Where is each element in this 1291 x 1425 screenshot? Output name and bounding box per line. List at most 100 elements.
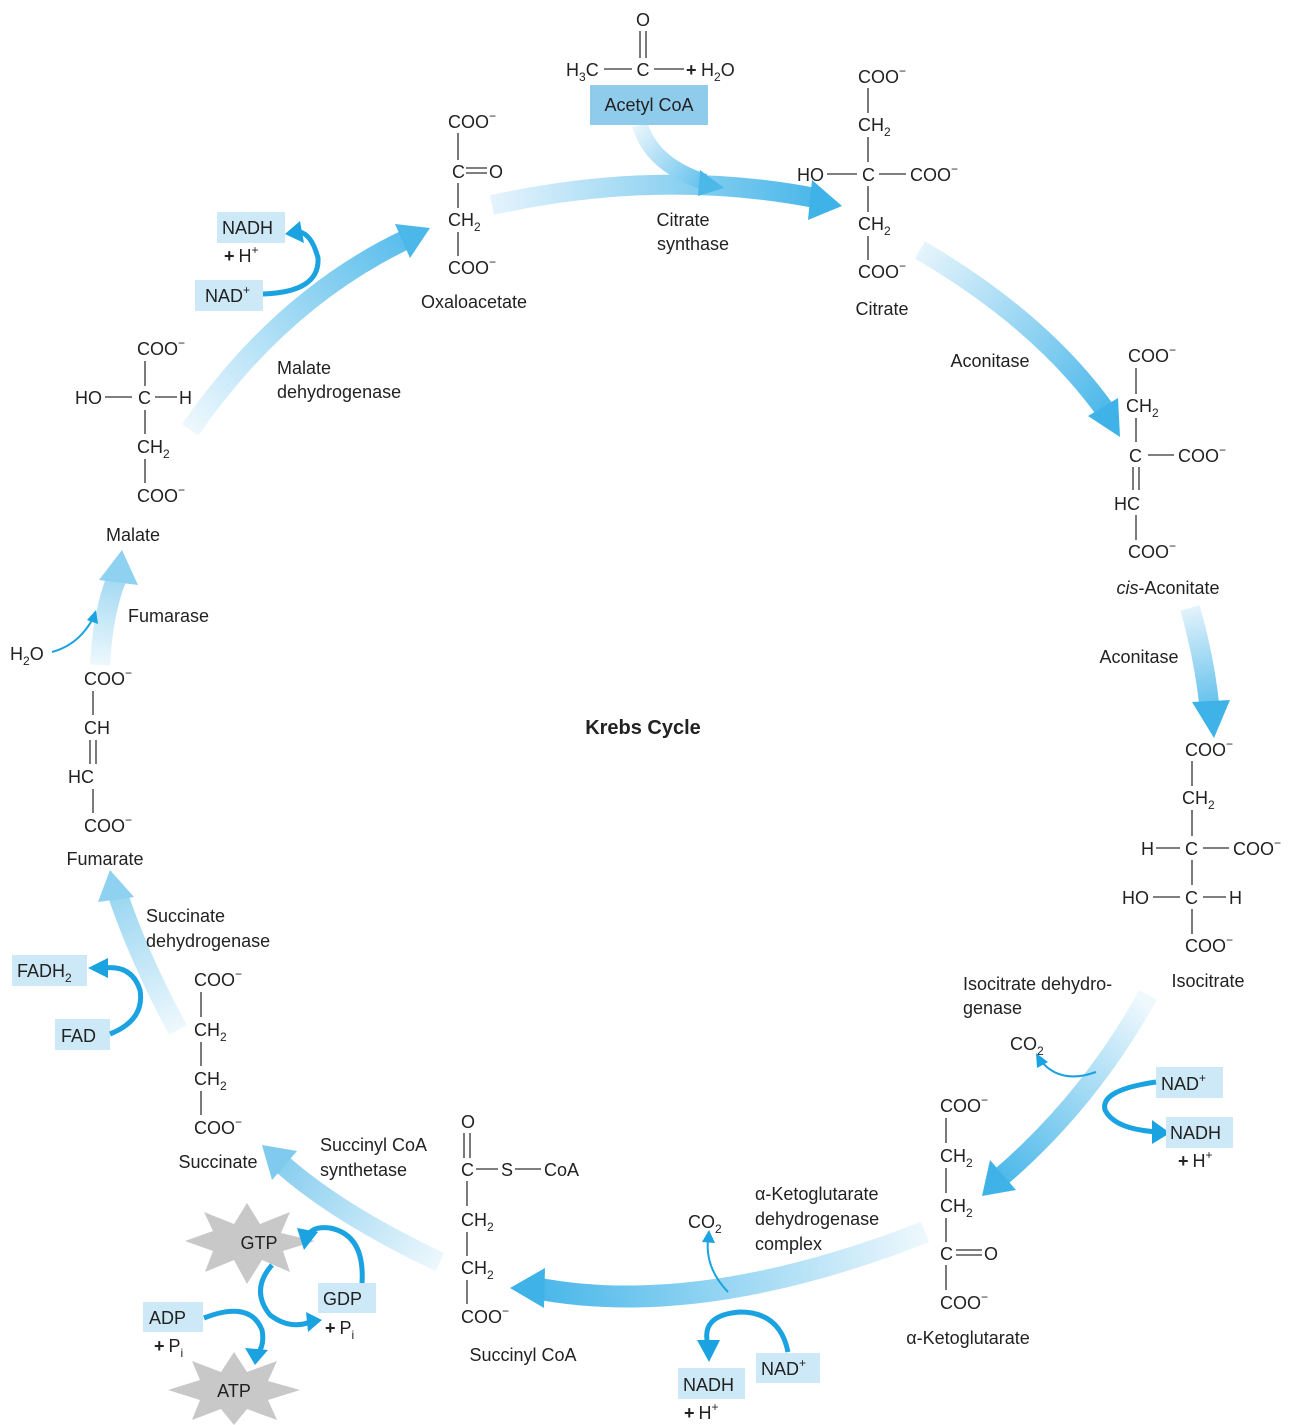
malate-dh-label-2: dehydrogenase xyxy=(277,382,401,402)
citrate-ch2-bottom: CH2 xyxy=(858,214,891,238)
isocitrate-structure: COO− CH2 H C COO− HO C H COO− xyxy=(1122,737,1281,956)
fad-to-fadh2-arrow xyxy=(104,965,144,1037)
akg-ch2-bottom: CH2 xyxy=(940,1196,973,1220)
citrate-synthase-label-1: Citrate xyxy=(656,210,709,230)
acetyl-plus: + xyxy=(686,60,697,80)
succinyl-coa-structure: O C S CoA CH2 CH2 COO− xyxy=(461,1112,579,1327)
fad-to-fadh2-arrowhead xyxy=(88,958,108,978)
isocitrate-dh-label-1: Isocitrate dehydro- xyxy=(963,974,1112,994)
citrate-structure: COO− CH2 HO C COO− CH2 COO− xyxy=(797,64,958,282)
oaa-ch2: CH2 xyxy=(448,210,481,234)
gdp-to-gtp-arrow xyxy=(305,1225,365,1284)
gtp-to-gdp-arrow xyxy=(258,1263,311,1328)
nad-cycle-arrow-akg xyxy=(704,1309,791,1353)
succinate-structure: COO− CH2 CH2 COO− xyxy=(194,967,242,1138)
acetyl-carbonyl-o: O xyxy=(636,10,650,30)
succcoa-s: S xyxy=(501,1160,513,1180)
citrate-coo-bottom: COO− xyxy=(858,259,906,282)
succ-coo-bottom: COO− xyxy=(194,1115,242,1138)
iso-h-left: H xyxy=(1141,839,1154,859)
gtp-label: GTP xyxy=(240,1233,277,1253)
oxaloacetate-structure: COO− C O CH2 COO− xyxy=(448,109,503,278)
succcoa-o: O xyxy=(461,1112,475,1132)
acetyl-coa-structure: O H3C C + H2O xyxy=(566,10,735,84)
akg-dh-label-3: complex xyxy=(755,1234,822,1254)
cycle-arrow-acetyl-merge xyxy=(632,122,724,196)
atp-label: ATP xyxy=(217,1381,251,1401)
a-ketoglutarate-structure: COO− CH2 CH2 C O COO− xyxy=(940,1093,998,1313)
iso-coo-bottom: COO− xyxy=(1185,933,1233,956)
nad-arrowhead-malate xyxy=(285,221,304,243)
iso-coo-top: COO− xyxy=(1185,737,1233,760)
citrate-ho: HO xyxy=(797,165,824,185)
nad-box-akg xyxy=(756,1353,820,1383)
nadh-box-malate xyxy=(217,212,285,243)
cis-aconitate-label: cis-Aconitate xyxy=(1116,578,1219,598)
akg-dh-label-1: α-Ketoglutarate xyxy=(755,1184,878,1204)
fad-box xyxy=(55,1019,110,1050)
atp-starburst xyxy=(168,1352,300,1425)
cisacon-coo-top: COO− xyxy=(1128,343,1176,366)
succinate-dh-label-2: dehydrogenase xyxy=(146,931,270,951)
succinyl-synthetase-label-1: Succinyl CoA xyxy=(320,1135,427,1155)
fumarate-label: Fumarate xyxy=(66,849,143,869)
succinyl-coa-label: Succinyl CoA xyxy=(469,1345,576,1365)
cisacon-c: C xyxy=(1129,446,1142,466)
nad-label-isocitrate: NAD+ xyxy=(1161,1071,1206,1094)
co2-label-akg: CO2 xyxy=(688,1212,722,1236)
acetyl-h2o: H2O xyxy=(701,60,735,84)
citrate-c: C xyxy=(862,165,875,185)
nadh-label-akg: NADH xyxy=(683,1375,734,1395)
mal-coo-top: COO− xyxy=(137,336,185,359)
fadh2-label: FADH2 xyxy=(17,961,72,985)
citrate-coo-top: COO− xyxy=(858,64,906,87)
nad-box-isocitrate xyxy=(1156,1067,1223,1098)
acetyl-h3c: H3C xyxy=(566,60,599,84)
fum-ch: CH xyxy=(84,718,110,738)
succ-coo-top: COO− xyxy=(194,967,242,990)
nad-arrowhead-akg xyxy=(697,1340,720,1362)
cycle-arrow-succinate-to-fumarate xyxy=(98,870,187,1035)
nad-arrowhead-isocitrate xyxy=(1152,1120,1170,1144)
nadh-box-isocitrate xyxy=(1166,1117,1233,1148)
hplus-label-malate: +H+ xyxy=(224,243,259,266)
iso-coo-right: COO− xyxy=(1233,836,1281,859)
acetyl-coa-label: Acetyl CoA xyxy=(604,95,693,115)
cycle-arrow-succinylcoa-to-succinate xyxy=(262,1145,445,1272)
gtp-starburst xyxy=(185,1203,315,1284)
malate-label: Malate xyxy=(106,525,160,545)
cycle-arrow-malate-to-oaa xyxy=(181,224,430,436)
co2-arrowhead-akg xyxy=(702,1230,715,1243)
oxaloacetate-label: Oxaloacetate xyxy=(421,292,527,312)
adp-to-atp-arrow xyxy=(203,1308,266,1357)
cis-aconitate-structure: COO− CH2 C COO− HC COO− xyxy=(1114,343,1226,562)
citrate-ch2-top: CH2 xyxy=(858,115,891,139)
fadh2-box xyxy=(12,955,87,986)
gtp-to-gdp-arrowhead xyxy=(306,1312,322,1332)
gdp-pi-label: +Pi xyxy=(325,1318,354,1342)
gdp-label: GDP xyxy=(323,1289,362,1309)
fum-coo-bottom: COO− xyxy=(84,813,132,836)
adp-label: ADP xyxy=(149,1308,186,1328)
nad-cycle-arrow-isocitrate xyxy=(1102,1079,1161,1135)
succ-ch2-top: CH2 xyxy=(194,1020,227,1044)
isocitrate-label: Isocitrate xyxy=(1171,971,1244,991)
oaa-c2: C xyxy=(452,162,465,182)
iso-h-right: H xyxy=(1229,888,1242,908)
mal-coo-bottom: COO− xyxy=(137,483,185,506)
akg-o: O xyxy=(984,1244,998,1264)
co2-arrowhead-isocitrate xyxy=(1036,1053,1048,1068)
nad-box-malate xyxy=(195,280,263,311)
nad-label-akg: NAD+ xyxy=(761,1356,806,1379)
akg-dh-label-2: dehydrogenase xyxy=(755,1209,879,1229)
citrate-coo-right: COO− xyxy=(910,162,958,185)
oaa-coo-bottom: COO− xyxy=(448,255,496,278)
hplus-label-akg: +H+ xyxy=(684,1400,719,1423)
mal-c: C xyxy=(138,388,151,408)
iso-ch2: CH2 xyxy=(1182,788,1215,812)
cycle-arrow-fumarate-to-malate xyxy=(90,550,138,666)
iso-ho: HO xyxy=(1122,888,1149,908)
cycle-arrow-akg-to-succinylcoa xyxy=(510,1221,930,1308)
fum-hc: HC xyxy=(68,767,94,787)
